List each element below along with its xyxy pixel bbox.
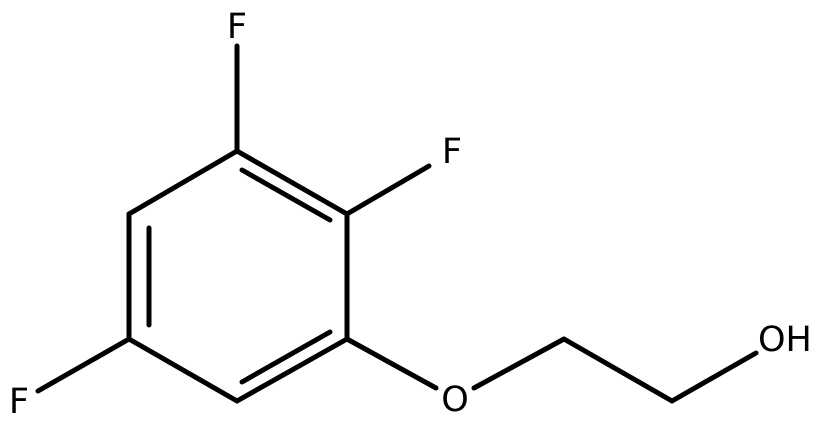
bond-c4-c5: [126, 336, 240, 404]
bonds: [35, 43, 759, 404]
bond-c1-c2: [234, 148, 350, 217]
bond-c2-f-right: [344, 163, 432, 217]
atom-labels: F F F O OH: [9, 7, 812, 422]
bond-ch2-oh: [669, 350, 759, 404]
oxygen-label-ether: O: [441, 380, 469, 420]
hydroxyl-label: OH: [758, 320, 812, 360]
bond-c5-f-left: [35, 336, 132, 394]
double-bond-c3-c4-inner: [239, 329, 333, 385]
bond-c6-c1: [126, 148, 240, 217]
fluorine-label-right: F: [442, 132, 462, 172]
fluorine-label-top: F: [227, 7, 247, 47]
double-bond-c1-c2-inner: [239, 167, 333, 223]
bond-ch2-ch2: [561, 336, 675, 404]
bond-c3-c4: [234, 336, 350, 404]
bond-o-ch2: [471, 336, 567, 391]
fluorine-label-left: F: [9, 382, 29, 422]
bond-c3-o: [344, 336, 439, 391]
